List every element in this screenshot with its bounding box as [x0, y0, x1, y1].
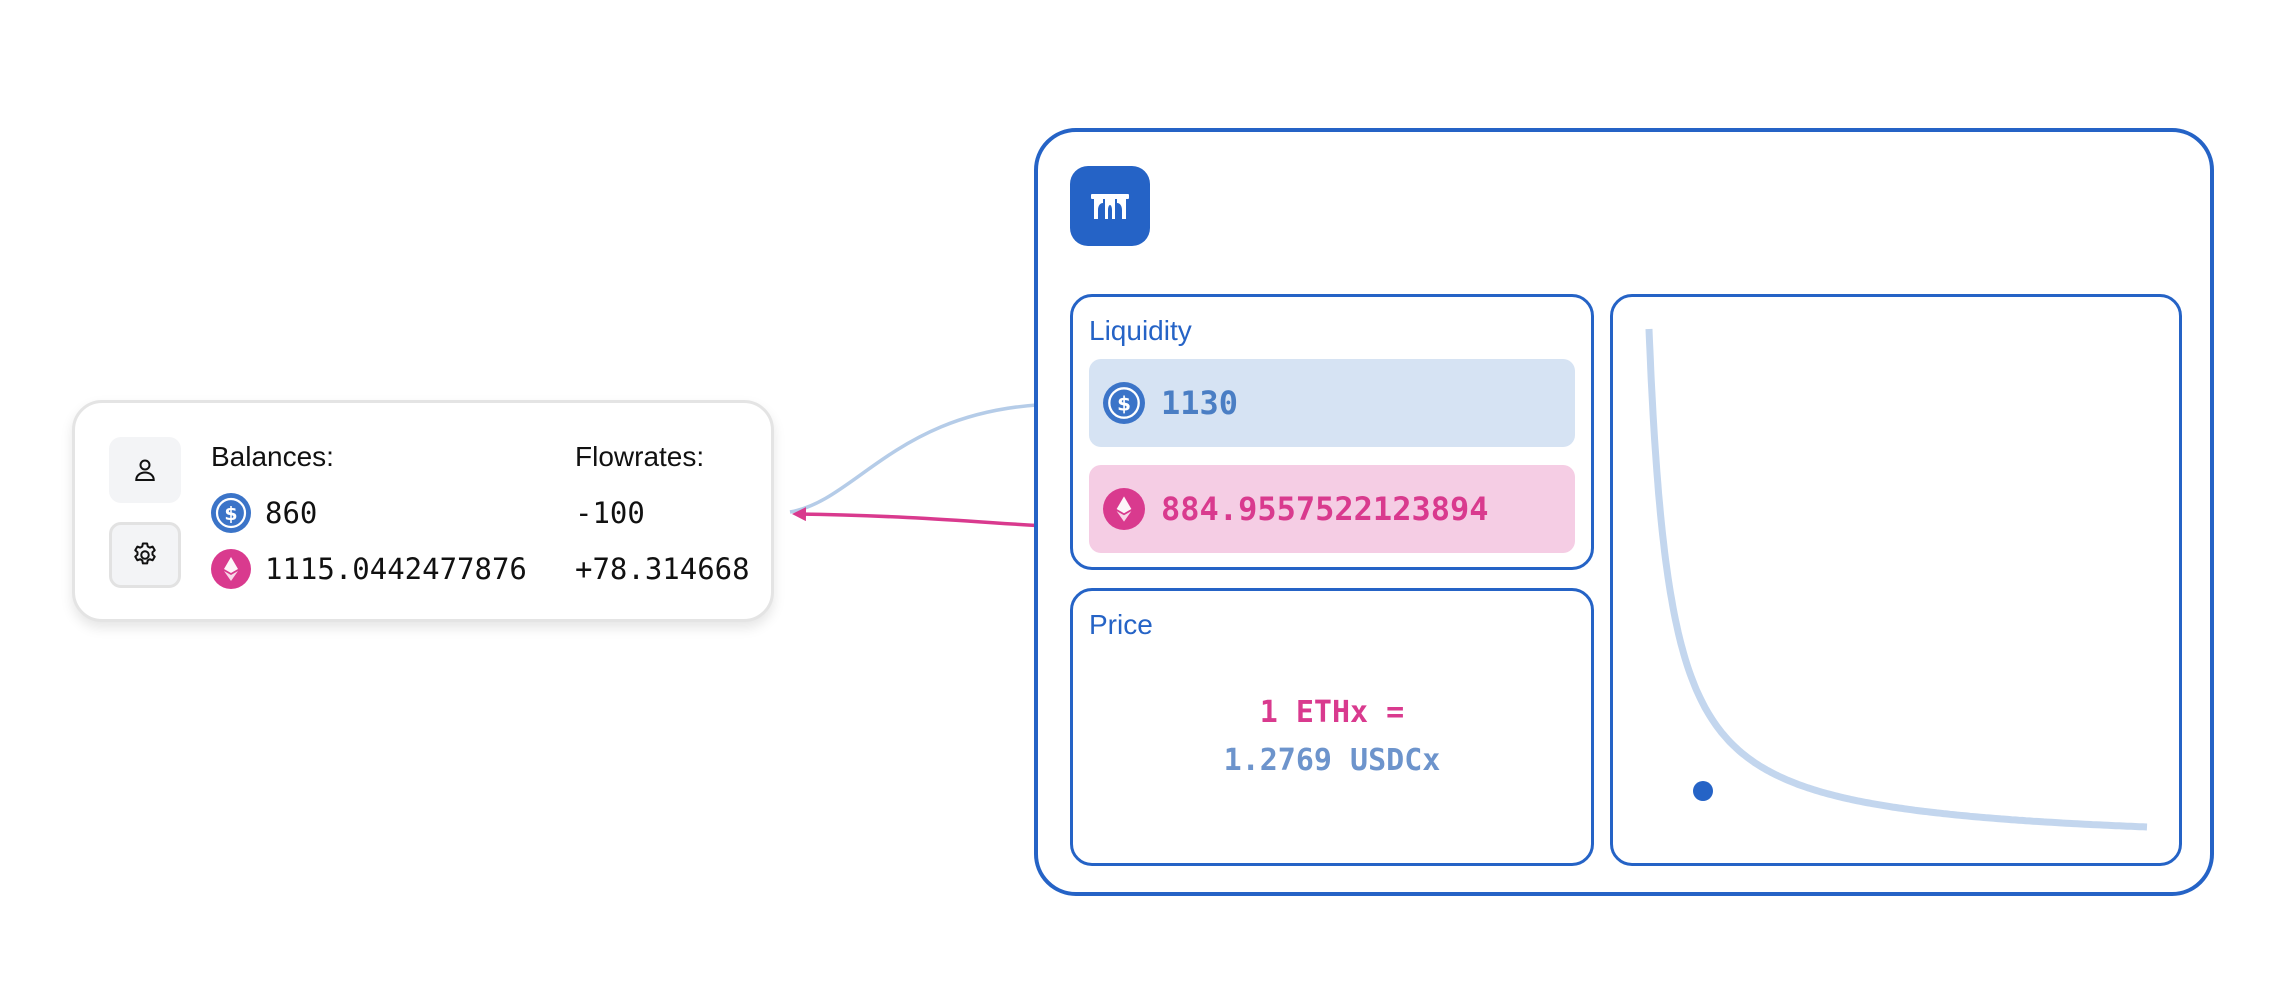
usdc-icon: $ — [1103, 382, 1145, 424]
usdc-stream-arrow — [789, 397, 1073, 514]
user-icon — [135, 459, 155, 481]
price-panel: Price 1 ETHx = 1.2769 USDCx — [1070, 588, 1594, 866]
usdc-icon: $ — [211, 493, 251, 533]
app-logo-icon — [1091, 194, 1129, 219]
user-button[interactable] — [109, 437, 181, 503]
curve-current-point — [1693, 781, 1713, 801]
balances-label: Balances: — [211, 441, 334, 472]
balance-value: 1115.0442477876 — [265, 552, 527, 586]
settings-button[interactable] — [109, 522, 181, 588]
pool-container: Liquidity $ 1130 884.9557522123894 Price… — [1034, 128, 2214, 896]
flowrate-value: +78.314668 — [575, 552, 750, 586]
price-quote: 1 ETHx = 1.2769 USDCx — [1073, 689, 1591, 785]
balance-row-usdc: $ 860 — [211, 493, 317, 533]
bonding-curve-line — [1645, 328, 2148, 831]
liquidity-usdc-value: 1130 — [1161, 384, 1239, 422]
liquidity-panel: Liquidity $ 1130 884.9557522123894 — [1070, 294, 1594, 570]
price-line-usdc: 1.2769 USDCx — [1223, 743, 1441, 778]
liquidity-eth-row: 884.9557522123894 — [1089, 465, 1575, 553]
balance-value: 860 — [265, 496, 318, 530]
svg-text:$: $ — [224, 503, 237, 525]
svg-text:$: $ — [1117, 391, 1131, 415]
flowrate-value: -100 — [575, 496, 645, 530]
gear-icon — [134, 542, 156, 565]
liquidity-eth-value: 884.9557522123894 — [1161, 490, 1489, 528]
wallet-card: Balances: Flowrates: $ 860 1115.04424778… — [72, 400, 774, 622]
liquidity-title: Liquidity — [1089, 315, 1192, 346]
bonding-curve-chart — [1645, 328, 2148, 831]
flowrates-label: Flowrates: — [575, 441, 705, 472]
eth-icon — [1103, 488, 1145, 530]
price-line-eth: 1 ETHx = — [1259, 695, 1405, 730]
eth-icon — [211, 549, 251, 589]
liquidity-usdc-row: $ 1130 — [1089, 359, 1575, 447]
bonding-curve-panel — [1610, 294, 2182, 866]
price-title: Price — [1089, 609, 1153, 640]
app-logo — [1070, 166, 1150, 246]
balance-row-eth: 1115.0442477876 — [211, 549, 527, 589]
